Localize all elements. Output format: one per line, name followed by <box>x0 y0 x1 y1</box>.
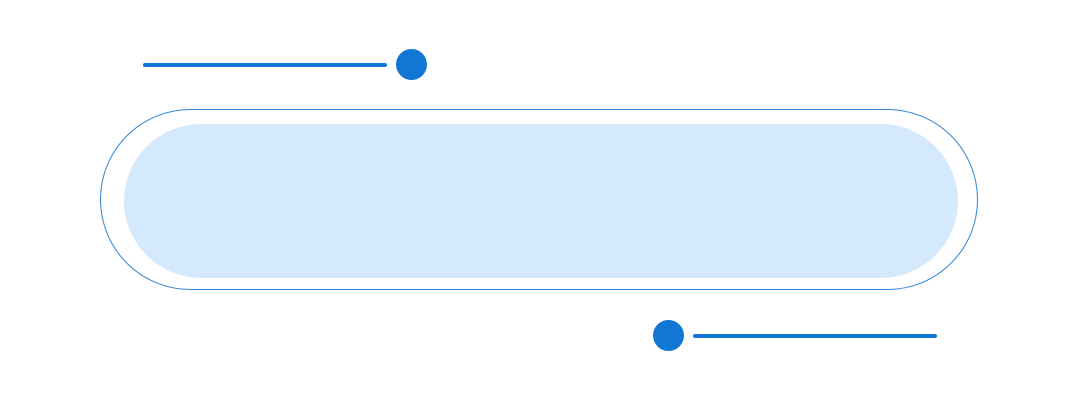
banner-fill <box>124 124 958 278</box>
top-connector-line <box>143 63 387 67</box>
top-connector-dot-icon <box>396 49 427 80</box>
banner-outline <box>100 109 978 290</box>
bottom-connector-line <box>693 334 937 338</box>
bottom-connector-dot-icon <box>653 320 684 351</box>
